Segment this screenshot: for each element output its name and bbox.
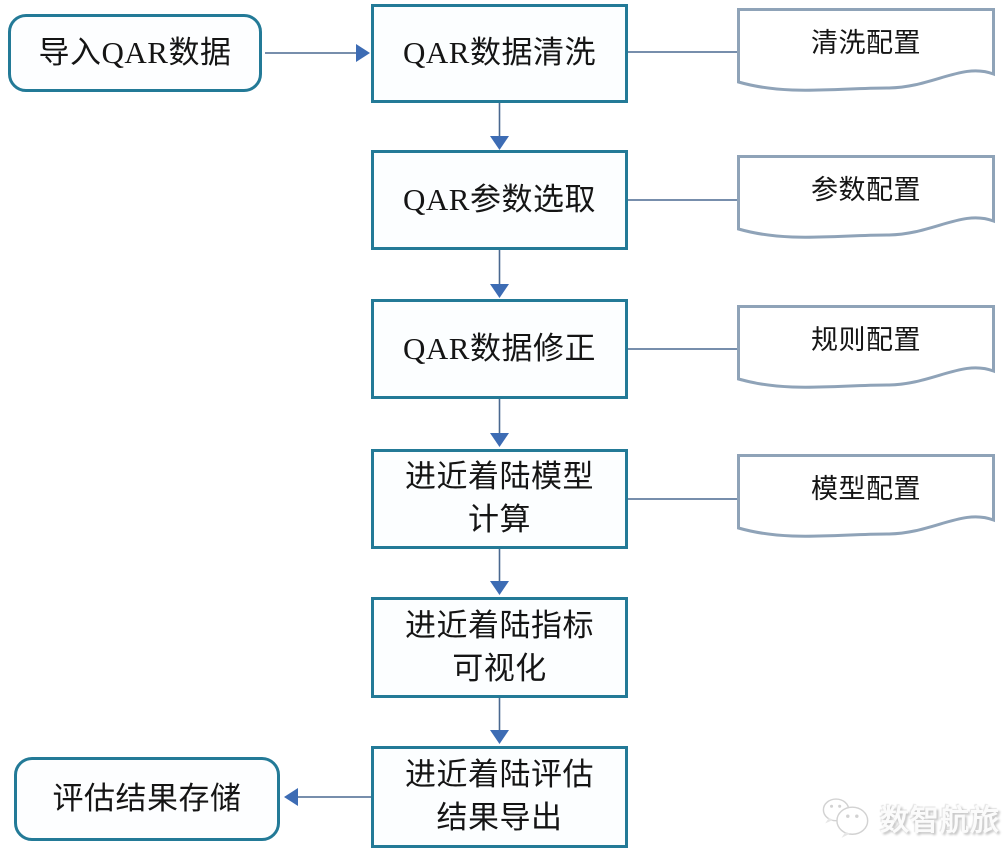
arrowhead-import-to-clean (356, 44, 370, 62)
brand-name: 数智航旅 (879, 805, 1000, 837)
node-qar-data-correction: QAR数据修正 (371, 299, 628, 399)
arrowhead-clean-to-param-select (490, 136, 509, 150)
node-parameter-config-label: 参数配置 (811, 175, 921, 206)
node-parameter-config: 参数配置 (737, 155, 995, 245)
arrowhead-visualize-to-export (490, 730, 509, 744)
node-approach-landing-evaluation-result-export-label: 进近着陆评估 结果导出 (405, 757, 594, 835)
arrowhead-export-to-store (284, 788, 298, 806)
arrowhead-param-select-to-correct (490, 284, 509, 298)
brand-bubbles-icon (822, 798, 869, 838)
document-shape (737, 8, 995, 92)
arrowhead-model-calc-to-visualize (490, 581, 509, 595)
node-approach-landing-indicator-visualization-label: 进近着陆指标 可视化 (405, 607, 594, 686)
node-approach-landing-evaluation-result-export: 进近着陆评估 结果导出 (371, 746, 628, 848)
node-cleaning-config-label: 清洗配置 (811, 28, 921, 59)
document-shape (737, 454, 995, 538)
node-model-config-label: 模型配置 (811, 474, 921, 505)
node-approach-landing-model-calculation: 进近着陆模型 计算 (371, 449, 628, 549)
node-qar-data-correction-label: QAR数据修正 (403, 330, 596, 366)
node-rule-config-label: 规则配置 (811, 325, 921, 356)
node-qar-parameter-selection-label: QAR参数选取 (403, 181, 596, 217)
document-shape (737, 305, 995, 389)
node-approach-landing-indicator-visualization: 进近着陆指标 可视化 (371, 597, 628, 698)
node-cleaning-config: 清洗配置 (737, 8, 995, 98)
node-qar-parameter-selection: QAR参数选取 (371, 150, 628, 250)
node-rule-config: 规则配置 (737, 305, 995, 395)
node-evaluation-result-storage: 评估结果存储 (14, 757, 280, 841)
node-evaluation-result-storage-label: 评估结果存储 (52, 780, 242, 816)
arrowhead-correct-to-model-calc (490, 433, 509, 447)
document-shape (737, 155, 995, 239)
node-approach-landing-model-calculation-label: 进近着陆模型 计算 (405, 459, 594, 537)
brand-watermark: 数智航旅 (818, 792, 1000, 844)
node-qar-data-cleaning-label: QAR数据清洗 (403, 35, 596, 71)
node-import-qar-data-label: 导入QAR数据 (38, 34, 232, 70)
node-qar-data-cleaning: QAR数据清洗 (371, 4, 628, 103)
node-import-qar-data: 导入QAR数据 (8, 14, 262, 92)
node-model-config: 模型配置 (737, 454, 995, 544)
